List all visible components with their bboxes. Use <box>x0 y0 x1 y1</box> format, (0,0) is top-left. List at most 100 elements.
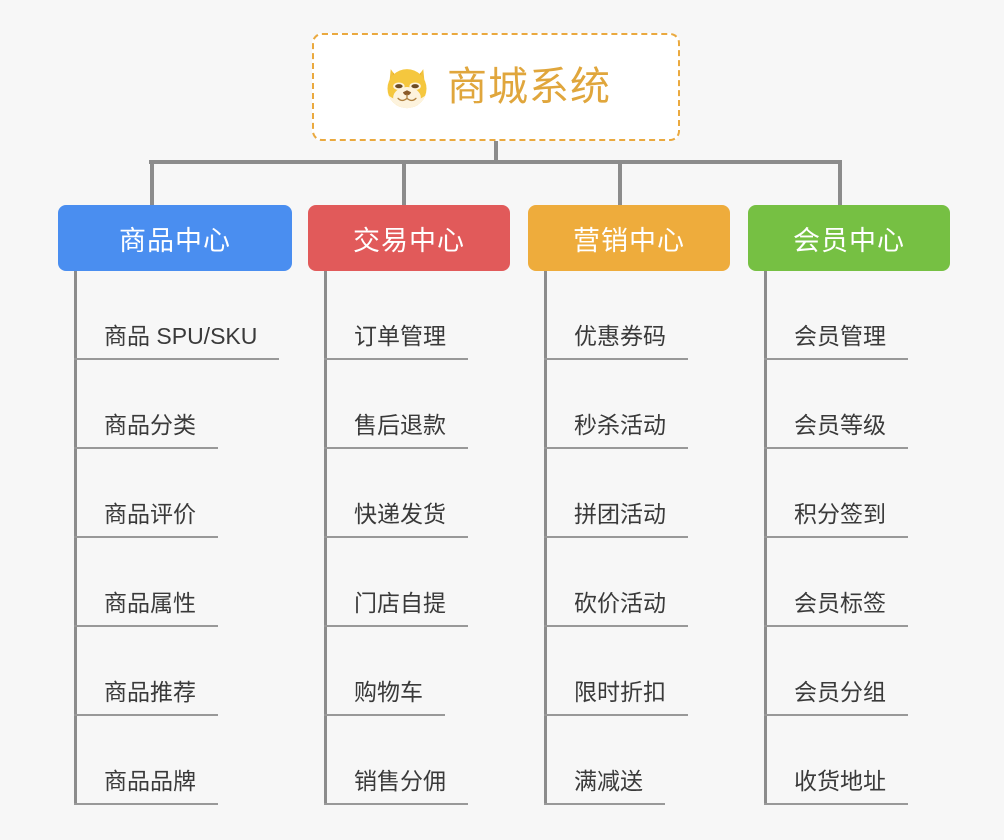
leaf-label[interactable]: 积分签到 <box>794 501 886 527</box>
leaf-item: 商品品牌 <box>74 716 292 805</box>
leaf-label[interactable]: 会员分组 <box>794 679 886 705</box>
category-title-2: 交易中心 <box>353 225 465 256</box>
branch-column-2: 交易中心 订单管理 售后退款 快递发货 门店自提 购物车 销售分佣 <box>308 160 510 805</box>
leaf-item: 售后退款 <box>324 360 510 449</box>
leaf-label[interactable]: 购物车 <box>354 679 423 705</box>
leaf-label[interactable]: 商品评价 <box>104 501 196 527</box>
leaf-rule <box>74 358 279 360</box>
leaf-list-3: 优惠券码 秒杀活动 拼团活动 砍价活动 限时折扣 满减送 <box>528 271 730 805</box>
leaf-rule <box>544 358 688 360</box>
leaf-item: 商品属性 <box>74 538 292 627</box>
leaf-rule <box>764 536 908 538</box>
connector-drop-4 <box>838 160 842 205</box>
leaf-item: 商品推荐 <box>74 627 292 716</box>
leaf-item: 购物车 <box>324 627 510 716</box>
leaf-rule <box>324 803 468 805</box>
leaf-item: 销售分佣 <box>324 716 510 805</box>
dog-face-icon <box>387 69 427 109</box>
leaf-label[interactable]: 收货地址 <box>794 768 886 794</box>
connector-spine-3 <box>544 271 547 805</box>
leaf-label[interactable]: 商品品牌 <box>104 768 196 794</box>
leaf-rule <box>324 358 468 360</box>
leaf-item: 商品评价 <box>74 449 292 538</box>
category-box-3[interactable]: 营销中心 <box>528 205 730 271</box>
category-title-3: 营销中心 <box>573 225 685 256</box>
leaf-label[interactable]: 满减送 <box>574 768 643 794</box>
connector-drop-2 <box>402 160 406 205</box>
leaf-label[interactable]: 商品推荐 <box>104 679 196 705</box>
leaf-rule <box>544 803 665 805</box>
leaf-item: 限时折扣 <box>544 627 730 716</box>
connector-horizontal-bus <box>149 160 839 164</box>
connector-drop-1 <box>150 160 154 205</box>
leaf-rule <box>324 714 445 716</box>
leaf-item: 商品 SPU/SKU <box>74 271 292 360</box>
category-box-1[interactable]: 商品中心 <box>58 205 292 271</box>
leaf-item: 会员标签 <box>764 538 950 627</box>
connector-spine-1 <box>74 271 77 805</box>
leaf-label[interactable]: 拼团活动 <box>574 501 666 527</box>
leaf-item: 优惠券码 <box>544 271 730 360</box>
leaf-item: 门店自提 <box>324 538 510 627</box>
branch-column-1: 商品中心 商品 SPU/SKU 商品分类 商品评价 商品属性 商品推荐 商品品牌 <box>58 160 292 805</box>
leaf-list-2: 订单管理 售后退款 快递发货 门店自提 购物车 销售分佣 <box>308 271 510 805</box>
root-title: 商城系统 <box>447 65 611 109</box>
leaf-label[interactable]: 销售分佣 <box>354 768 446 794</box>
leaf-label[interactable]: 限时折扣 <box>574 679 666 705</box>
connector-root-stem <box>494 141 498 163</box>
leaf-rule <box>764 803 908 805</box>
leaf-label[interactable]: 订单管理 <box>354 323 446 349</box>
root-node[interactable]: 商城系统 <box>312 33 680 141</box>
leaf-rule <box>324 536 468 538</box>
leaf-rule <box>544 447 688 449</box>
connector-spine-2 <box>324 271 327 805</box>
leaf-item: 拼团活动 <box>544 449 730 538</box>
leaf-rule <box>764 625 908 627</box>
leaf-rule <box>74 536 218 538</box>
leaf-item: 商品分类 <box>74 360 292 449</box>
branch-column-3: 营销中心 优惠券码 秒杀活动 拼团活动 砍价活动 限时折扣 满减送 <box>528 160 730 805</box>
leaf-label[interactable]: 会员标签 <box>794 590 886 616</box>
leaf-rule <box>544 714 688 716</box>
connector-spine-4 <box>764 271 767 805</box>
leaf-label[interactable]: 门店自提 <box>354 590 446 616</box>
leaf-item: 积分签到 <box>764 449 950 538</box>
leaf-label[interactable]: 会员等级 <box>794 412 886 438</box>
leaf-label[interactable]: 商品分类 <box>104 412 196 438</box>
leaf-rule <box>74 803 218 805</box>
branch-column-4: 会员中心 会员管理 会员等级 积分签到 会员标签 会员分组 收货地址 <box>748 160 950 805</box>
connector-drop-3 <box>618 160 622 205</box>
leaf-item: 秒杀活动 <box>544 360 730 449</box>
leaf-rule <box>764 714 908 716</box>
leaf-rule <box>324 447 468 449</box>
leaf-item: 满减送 <box>544 716 730 805</box>
leaf-label[interactable]: 优惠券码 <box>574 323 666 349</box>
leaf-rule <box>74 447 218 449</box>
leaf-rule <box>764 447 908 449</box>
leaf-item: 收货地址 <box>764 716 950 805</box>
category-title-4: 会员中心 <box>793 225 905 256</box>
leaf-label[interactable]: 商品属性 <box>104 590 196 616</box>
leaf-list-4: 会员管理 会员等级 积分签到 会员标签 会员分组 收货地址 <box>748 271 950 805</box>
leaf-label[interactable]: 商品 SPU/SKU <box>104 323 258 349</box>
leaf-rule <box>764 358 908 360</box>
leaf-item: 订单管理 <box>324 271 510 360</box>
leaf-label[interactable]: 秒杀活动 <box>574 412 666 438</box>
leaf-rule <box>324 625 468 627</box>
leaf-rule <box>74 714 218 716</box>
category-box-4[interactable]: 会员中心 <box>748 205 950 271</box>
leaf-label[interactable]: 售后退款 <box>354 412 446 438</box>
leaf-list-1: 商品 SPU/SKU 商品分类 商品评价 商品属性 商品推荐 商品品牌 <box>58 271 292 805</box>
leaf-label[interactable]: 会员管理 <box>794 323 886 349</box>
category-title-1: 商品中心 <box>119 225 231 256</box>
leaf-item: 砍价活动 <box>544 538 730 627</box>
leaf-item: 快递发货 <box>324 449 510 538</box>
leaf-item: 会员等级 <box>764 360 950 449</box>
leaf-item: 会员管理 <box>764 271 950 360</box>
leaf-label[interactable]: 砍价活动 <box>574 590 666 616</box>
leaf-rule <box>74 625 218 627</box>
leaf-label[interactable]: 快递发货 <box>354 501 446 527</box>
category-box-2[interactable]: 交易中心 <box>308 205 510 271</box>
leaf-rule <box>544 625 688 627</box>
